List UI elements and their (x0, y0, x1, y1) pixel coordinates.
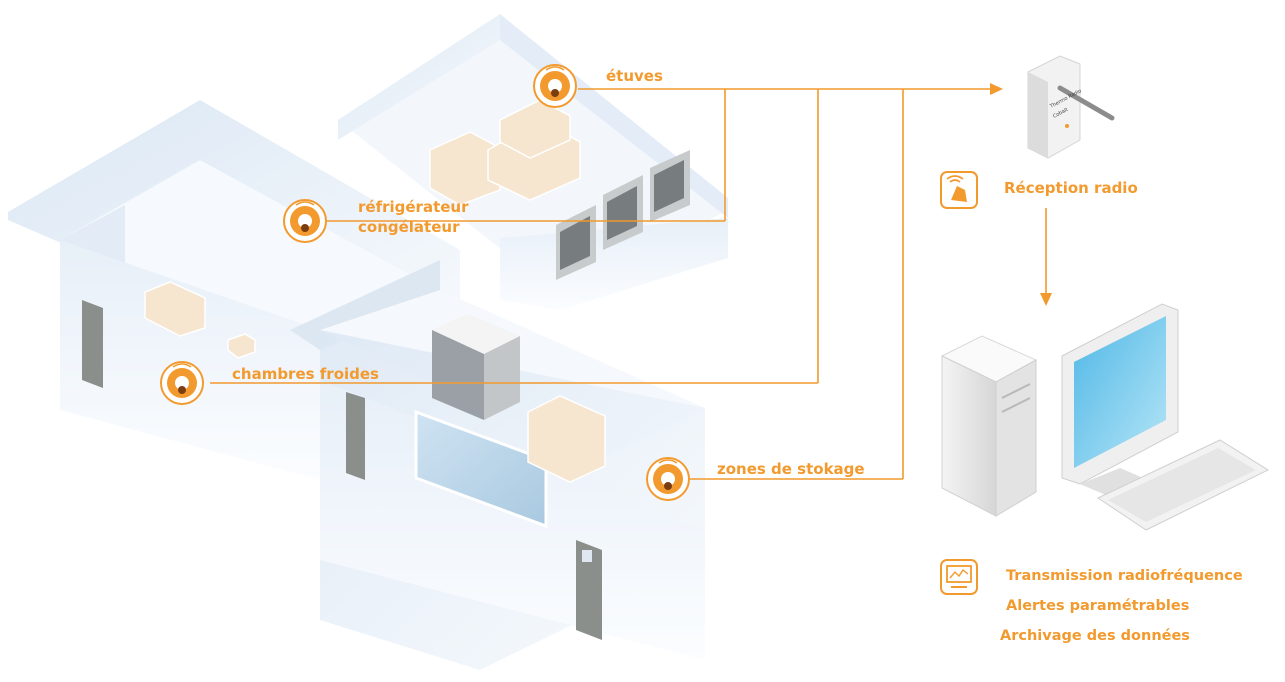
computer-tower (940, 335, 1038, 517)
boxes-back (429, 99, 581, 206)
computer-keyboard (1096, 439, 1270, 531)
monitor-chart-icon (940, 559, 978, 595)
hand-radio-icon (940, 171, 978, 209)
label-refrigerateur-congelateur: réfrigérateur congélateur (358, 197, 469, 237)
sensor-refrigerateur-icon (283, 199, 327, 243)
sensor-badges (160, 64, 690, 501)
feature-alertes: Alertes paramétrables (1006, 598, 1190, 614)
front-door-2-window (582, 550, 592, 562)
left-room-floor (60, 160, 420, 330)
connection-lines (210, 88, 1047, 480)
feature-archivage: Archivage des données (1000, 628, 1190, 644)
building (8, 14, 728, 670)
label-etuves: étuves (606, 67, 663, 85)
front-window (414, 409, 548, 529)
label-congelateur: congélateur (358, 218, 460, 236)
back-room-wall-left (338, 14, 500, 140)
left-room-wall-b (60, 240, 320, 480)
receiver-device (1027, 55, 1115, 159)
sensor-zones-stockage-icon (646, 457, 690, 501)
label-refrigerateur: réfrigérateur (358, 198, 469, 216)
label-zones-stockage: zones de stokage (717, 460, 865, 478)
computer-monitor (1061, 303, 1179, 496)
front-door-1 (346, 392, 365, 480)
boxes-left (144, 281, 256, 359)
front-door-2 (576, 540, 602, 640)
left-room-door (82, 300, 103, 388)
paper-stack (432, 314, 520, 420)
sensor-etuves-icon (533, 64, 577, 108)
arrow-to-receiver (990, 83, 1003, 95)
boxes-front (527, 395, 606, 483)
label-chambres-froides: chambres froides (232, 365, 379, 383)
arrow-to-computer (1040, 293, 1052, 306)
sensor-chambres-froides-icon (160, 361, 204, 405)
feature-transmission: Transmission radiofréquence (1006, 568, 1243, 584)
cold-units (556, 150, 690, 280)
label-reception-radio: Réception radio (1004, 179, 1138, 197)
